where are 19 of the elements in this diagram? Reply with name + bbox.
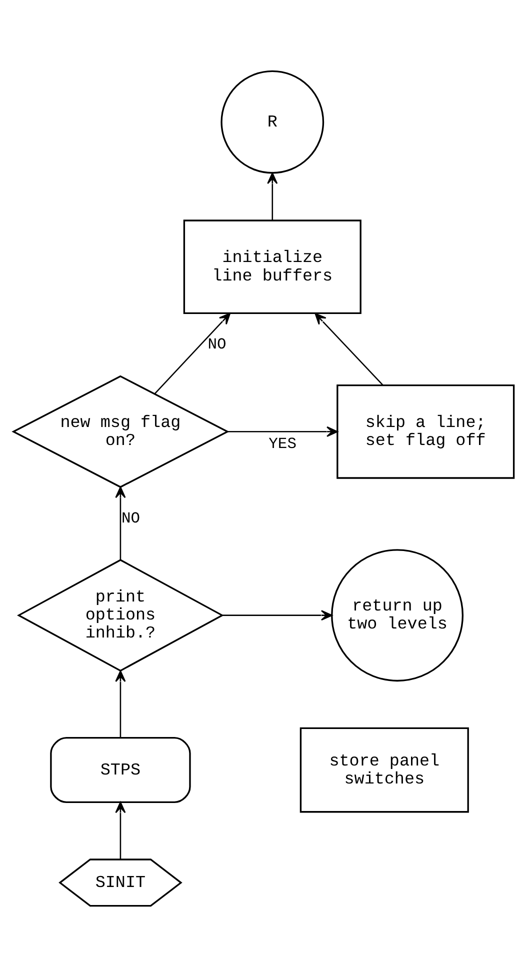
node-diamond: print options inhib.? xyxy=(17,559,224,672)
edge-label: NO xyxy=(121,510,140,528)
arrow xyxy=(115,486,126,560)
node-circle: R xyxy=(220,70,324,174)
arrow xyxy=(267,172,278,220)
arrow xyxy=(228,426,338,437)
edge-label: NO xyxy=(208,336,226,354)
arrow xyxy=(115,670,126,738)
arrow xyxy=(115,802,126,860)
node-box: STPS xyxy=(50,737,191,804)
edge-label: YES xyxy=(268,434,296,453)
arrow xyxy=(154,312,231,394)
node-diamond: new msg flag on? xyxy=(12,375,230,488)
node-box: store panel switches xyxy=(300,727,469,813)
node-box: skip a line; set flag off xyxy=(336,384,515,479)
arrow xyxy=(222,610,332,621)
node-circle: return up two levels xyxy=(331,549,464,682)
arrow xyxy=(314,313,384,386)
node-box: initialize line buffers xyxy=(183,220,362,314)
